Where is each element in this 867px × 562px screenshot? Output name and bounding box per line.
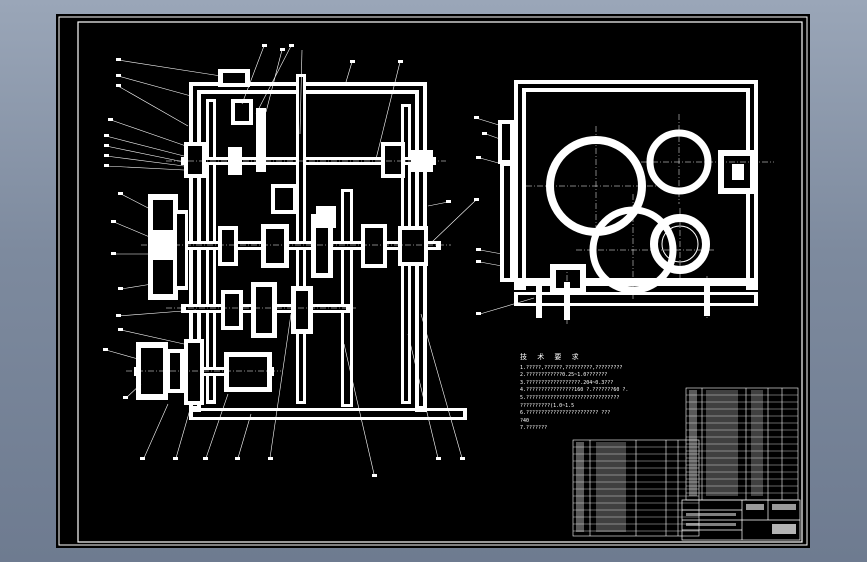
note-line: ?40 xyxy=(520,417,530,424)
outer-border xyxy=(58,16,808,546)
note-line: 1.?????,??????,?????????,????????? xyxy=(520,364,623,371)
note-line: 2.????????????0.25~1.0??????? xyxy=(520,372,608,379)
drawing-sheet: 技 术 要 求 1.?????,??????,?????????,???????… xyxy=(56,14,810,548)
note-line: 4.????????????????160 ?.???????60 ?. xyxy=(520,387,629,394)
parts-list-rows xyxy=(573,390,798,532)
notes-title: 技 术 要 求 xyxy=(520,353,582,361)
note-line: 7.??????? xyxy=(520,425,548,432)
note-line: 6.???????????????????????? ??? xyxy=(520,410,611,417)
side-view xyxy=(474,80,774,324)
front-view xyxy=(103,44,479,477)
note-line: 3.??????????????????.204~0.3??? xyxy=(520,379,614,386)
title-block xyxy=(681,499,801,541)
technical-notes: 技 术 要 求 1.?????,??????,?????????,???????… xyxy=(520,353,710,433)
note-line: ??????????(1.0~1.5 xyxy=(520,402,575,409)
cad-drawing xyxy=(58,16,808,546)
note-line: 5.??????????????????????????????? xyxy=(520,394,620,401)
inner-border xyxy=(77,21,803,543)
